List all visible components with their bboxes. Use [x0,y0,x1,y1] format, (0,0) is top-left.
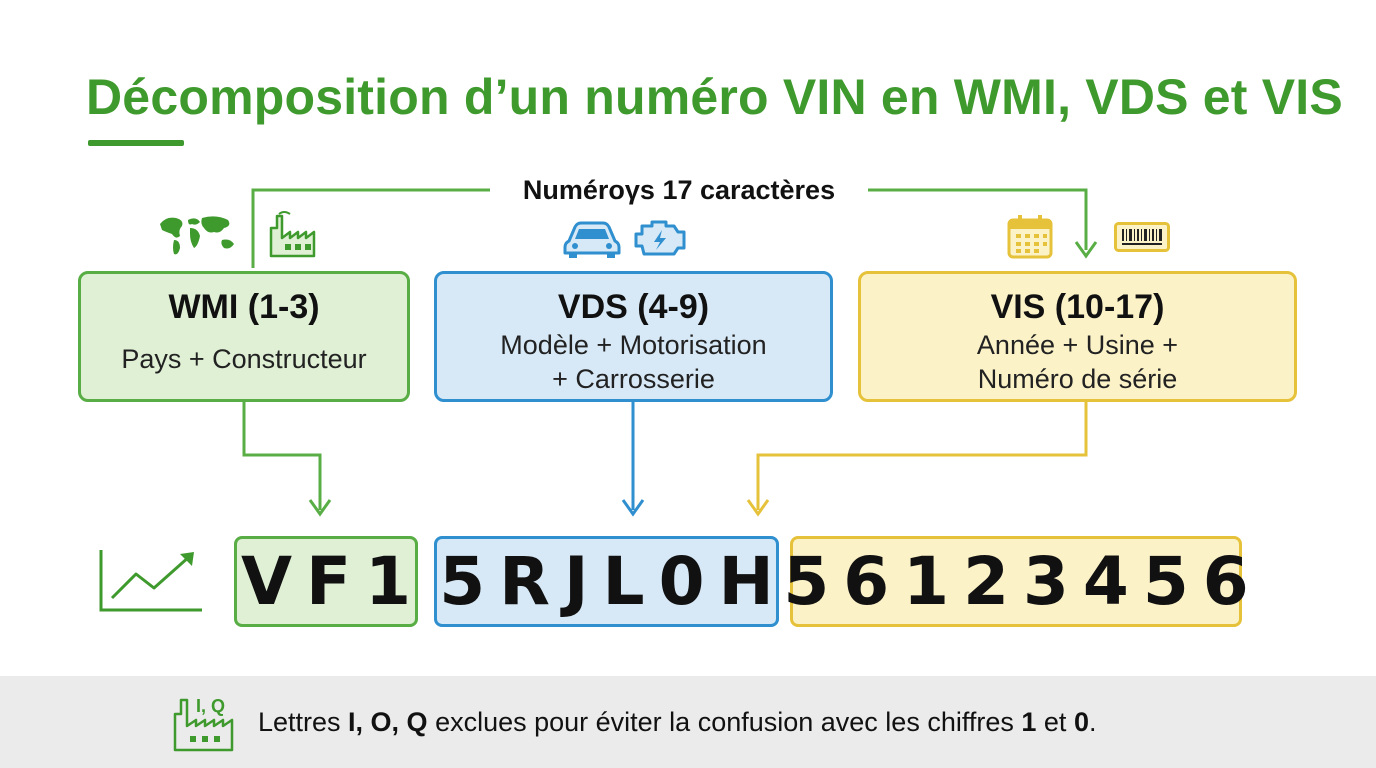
footer-digit-zero: 0 [1073,706,1089,737]
engine-icon [634,220,686,256]
wmi-arrowhead [308,499,332,517]
total-length-label: Numéroγs 17 caractères [490,172,868,208]
footer-text-4: . [1088,706,1097,737]
footer-excluded-letters: I, O, Q [348,706,428,737]
vis-connector [756,402,1088,510]
world-map-icon [160,216,234,255]
vis-box: VIS (10-17) Année + Usine + Numéro de sé… [858,271,1297,402]
total-bracket-arrowhead [1074,241,1098,259]
wmi-box: WMI (1-3) Pays + Constructeur [78,271,410,402]
footer-note-bar: I, Q Lettres I, O, Q exclues pour éviter… [0,676,1376,768]
factory-letters-text: I, Q [196,696,225,716]
vis-description-line-1: Année + Usine + [976,330,1179,360]
vds-code: 5RJL0H [434,536,779,627]
wmi-title: WMI (1-3) [168,288,320,326]
vds-description-line-2: + Carrosserie [552,364,715,394]
vis-arrowhead [746,499,770,517]
footer-text-1: Lettres [258,706,349,737]
calendar-icon [1007,215,1053,259]
car-icon [563,221,621,258]
vis-title: VIS (10-17) [990,288,1165,326]
title-underline [88,140,184,146]
total-bracket-line [251,188,490,268]
vds-description-line-1: Modèle + Motorisation [500,330,767,360]
footer-text-3: et [1036,706,1074,737]
total-bracket-line-right [868,188,1088,250]
footer-digit-one: 1 [1021,706,1037,737]
vis-description-line-2: Numéro de série [977,364,1178,394]
vds-arrowhead [621,499,645,517]
wmi-description: Pays + Constructeur [121,344,367,374]
factory-icon [269,211,316,258]
vis-code: 56123456 [783,536,1249,627]
footer-text-2: exclues pour éviter la confusion avec le… [427,706,1022,737]
page-title: Décomposition d’un numéro VIN en WMI, VD… [86,69,1343,125]
wmi-connector [242,402,322,510]
factory-letters-icon: I, Q [173,696,234,752]
trend-chart-icon [99,550,202,612]
vds-box: VDS (4-9) Modèle + Motorisation + Carros… [434,271,833,402]
barcode-icon [1114,222,1170,252]
vds-title: VDS (4-9) [557,288,710,326]
wmi-code: VF1 [234,536,418,627]
footer-note: Lettres I, O, Q exclues pour éviter la c… [258,676,1096,768]
